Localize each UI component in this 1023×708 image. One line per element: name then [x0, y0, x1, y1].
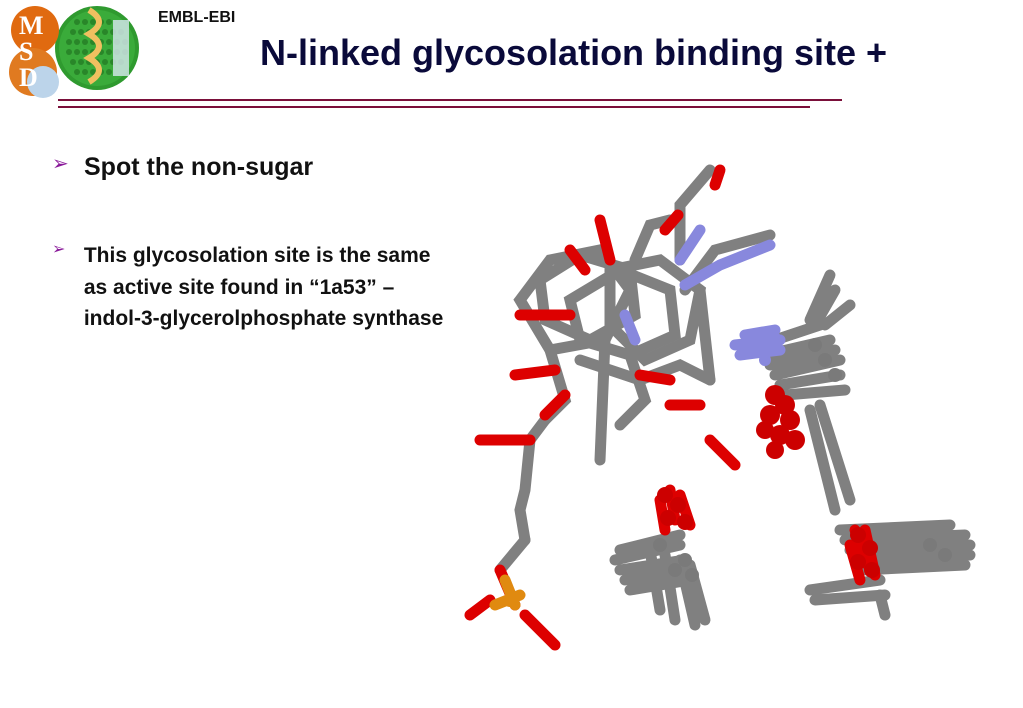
bullet-arrow-icon: ➢ — [52, 241, 66, 258]
logo-letter-d: D — [19, 63, 38, 92]
title-rule-upper — [58, 99, 842, 101]
msd-logo: M S D — [9, 6, 139, 98]
org-label: EMBL-EBI — [158, 9, 236, 26]
bullet-1-text: Spot the non-sugar — [84, 153, 314, 181]
logo-letter-m: M — [19, 11, 44, 40]
bullet-2-text: This glycosolation site is the same as a… — [83, 244, 444, 330]
logo-letter-s: S — [19, 37, 33, 66]
molecule-structure-image — [464, 164, 976, 651]
bullet-2: ➢ This glycosolation site is the same as… — [52, 240, 452, 335]
bullet-arrow-icon: ➢ — [52, 153, 69, 175]
title-rule-lower — [58, 106, 810, 108]
slide-title: N-linked glycosolation binding site + — [260, 32, 888, 73]
bullet-1: ➢ Spot the non-sugar — [52, 152, 313, 182]
